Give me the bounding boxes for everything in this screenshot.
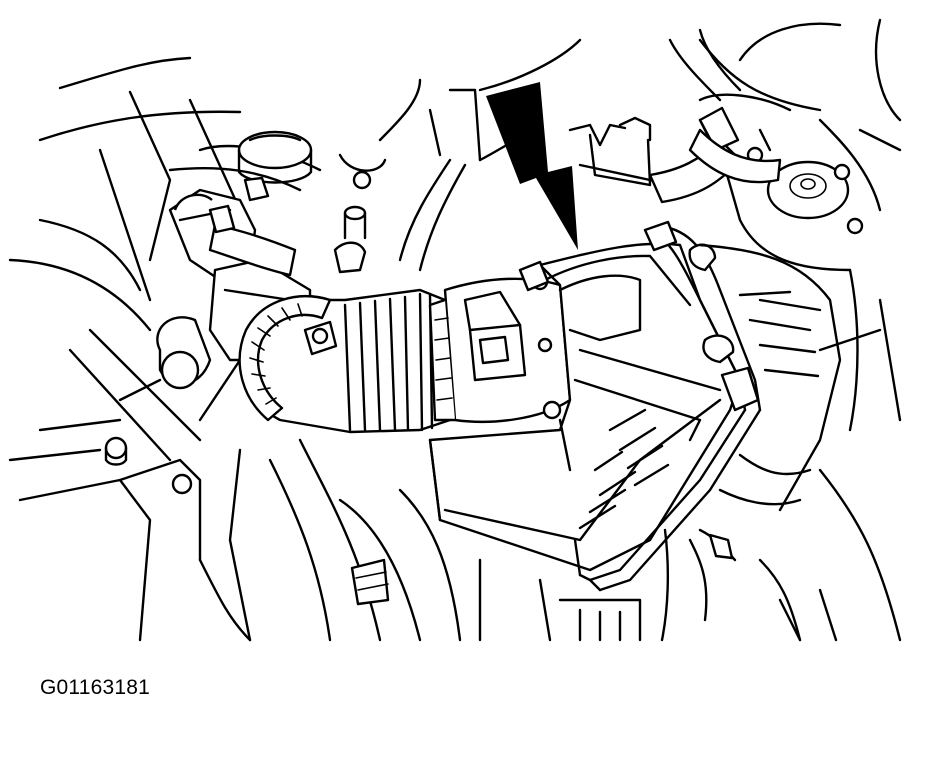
indicator-arrow <box>486 82 578 250</box>
throttle-body <box>118 170 372 422</box>
upper-right-hose <box>648 28 782 204</box>
figure-id-label: G01163181 <box>40 676 151 699</box>
intake-duct <box>238 288 452 434</box>
air-cleaner-housing <box>428 220 842 592</box>
engine-bay-air-intake-diagram <box>8 18 902 642</box>
mass-air-flow-sensor <box>428 273 572 423</box>
engine-bay-background <box>8 18 902 642</box>
